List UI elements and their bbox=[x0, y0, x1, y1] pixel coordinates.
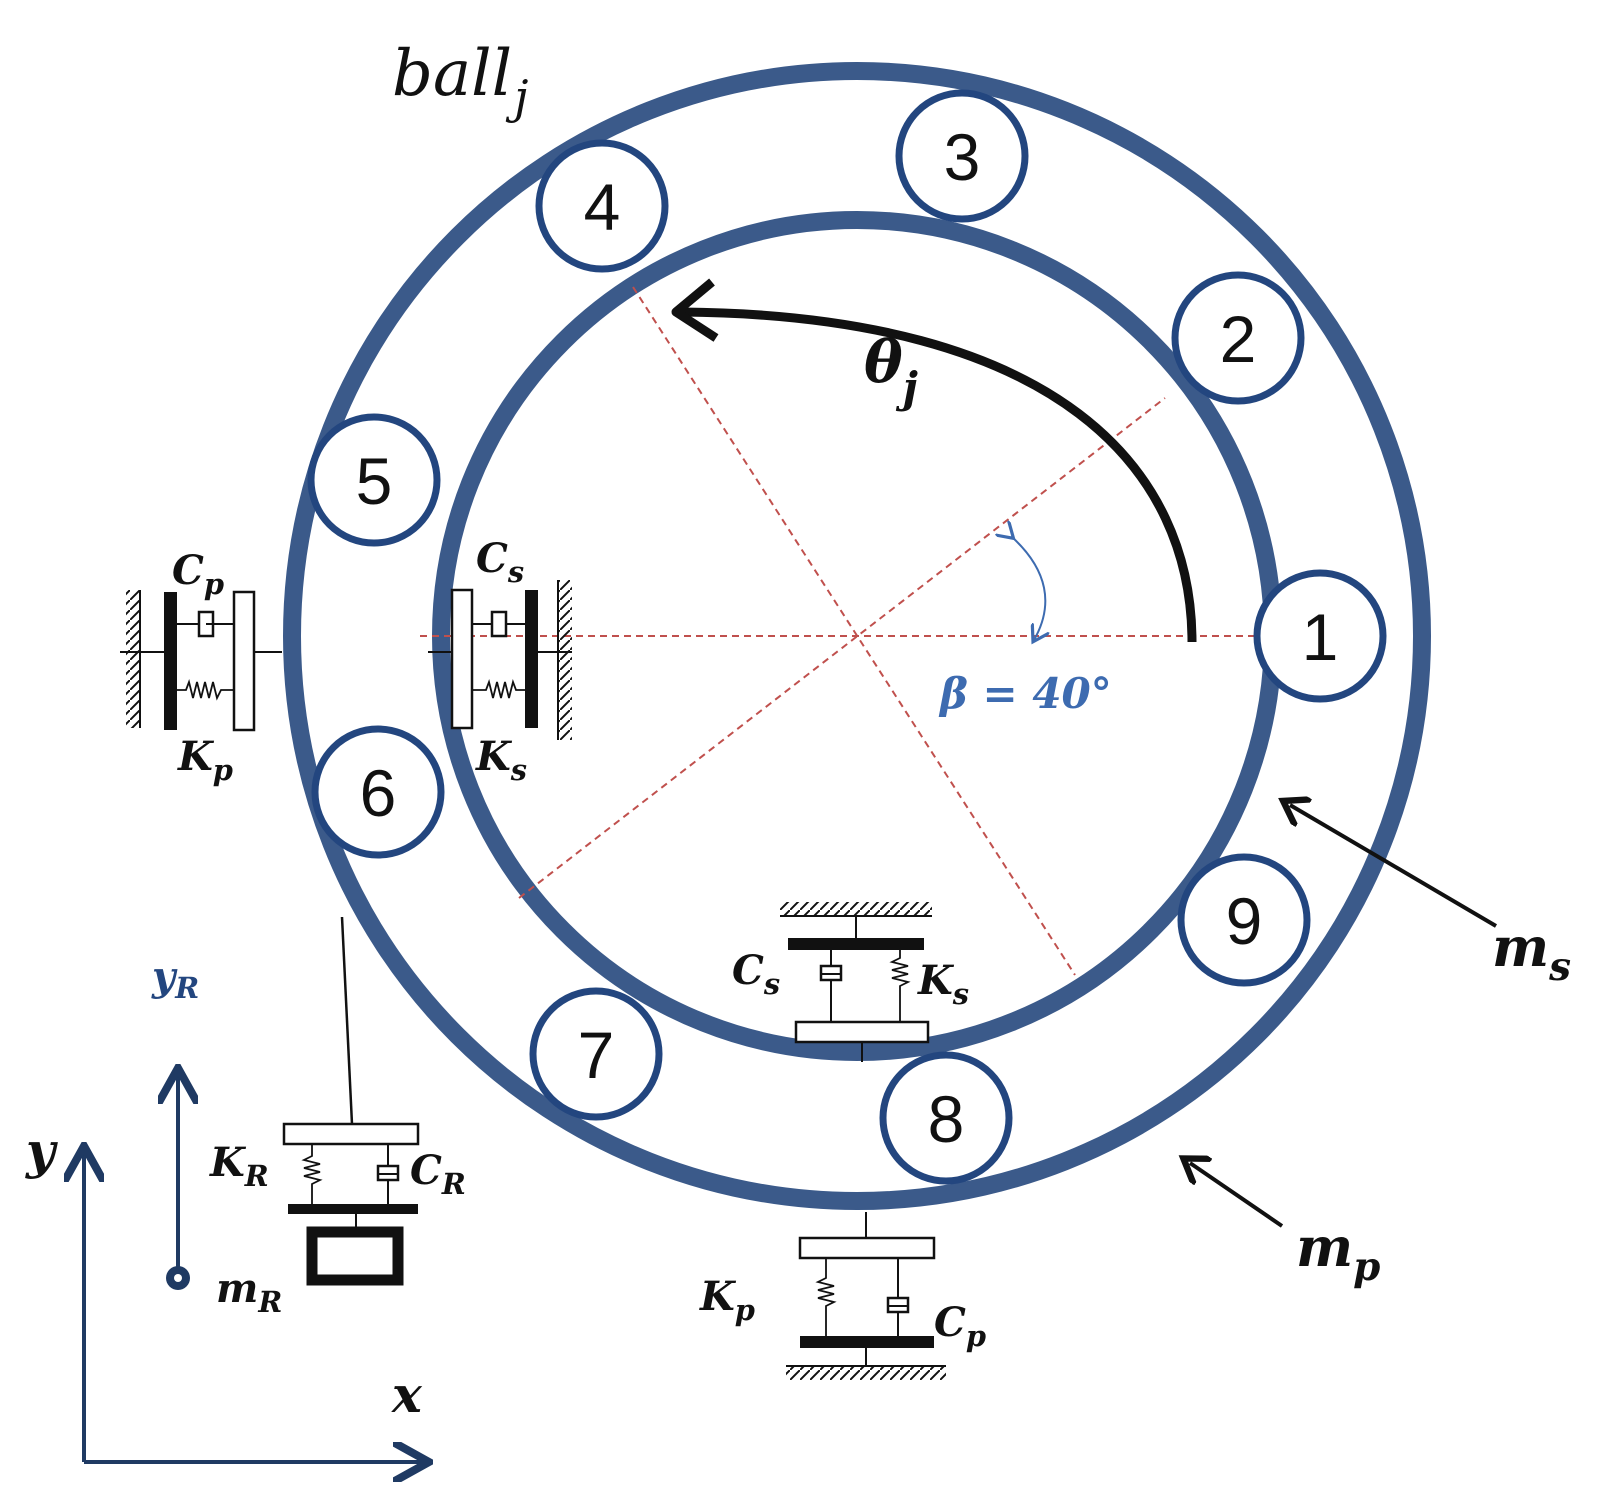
ball-9 bbox=[1177, 853, 1311, 987]
ms-pointer-arrow bbox=[1290, 805, 1498, 928]
Cs-left-label: Cs bbox=[476, 535, 524, 589]
ball-number-2: 2 bbox=[1220, 302, 1257, 376]
ball-1 bbox=[1253, 569, 1387, 703]
KR-label: KR bbox=[209, 1139, 269, 1193]
ball-number-7: 7 bbox=[578, 1018, 615, 1092]
mp-pointer-arrow bbox=[1190, 1163, 1284, 1228]
Ks-left-label: Ks bbox=[475, 733, 527, 787]
ball-number-6: 6 bbox=[360, 756, 397, 830]
ball-label: ballj bbox=[392, 37, 528, 124]
ball-6 bbox=[311, 725, 445, 859]
mR-label: mR bbox=[216, 1265, 282, 1319]
mp-label: mp bbox=[1296, 1215, 1380, 1290]
ball-3 bbox=[895, 89, 1029, 223]
reference-lines bbox=[420, 286, 1262, 976]
ms-label: ms bbox=[1492, 915, 1571, 990]
ball-number-9: 9 bbox=[1226, 884, 1263, 958]
ball-4 bbox=[535, 139, 669, 273]
bottom-outer-support bbox=[786, 1212, 946, 1380]
theta-arc-arrow bbox=[681, 307, 1197, 643]
yR-indicator bbox=[166, 1072, 190, 1290]
ball-8 bbox=[879, 1051, 1013, 1185]
theta-arrowhead bbox=[671, 278, 719, 342]
Kp-bottom-label: Kp bbox=[699, 1273, 755, 1327]
y-axis-label: y bbox=[25, 1121, 58, 1180]
ball-number-5: 5 bbox=[356, 444, 393, 518]
Kp-left-label: Kp bbox=[177, 733, 233, 787]
left-outer-support bbox=[120, 590, 282, 732]
ball-number-3: 3 bbox=[944, 120, 981, 194]
ball-7 bbox=[529, 987, 663, 1121]
ball-2 bbox=[1171, 271, 1305, 405]
beta-label: β = 40° bbox=[938, 669, 1112, 718]
balls-group: 1 2 3 4 5 6 7 8 9 bbox=[307, 89, 1387, 1185]
Cp-bottom-label: Cp bbox=[934, 1299, 986, 1353]
outer-ring bbox=[283, 62, 1431, 1210]
x-axis-label: x bbox=[391, 1365, 423, 1424]
Cs-bottom-label: Cs bbox=[732, 947, 780, 1001]
CR-label: CR bbox=[410, 1147, 466, 1201]
coordinate-axes bbox=[84, 1150, 425, 1462]
ball-number-8: 8 bbox=[928, 1082, 965, 1156]
left-inner-support bbox=[428, 580, 572, 740]
beta-angle-arrow bbox=[1012, 537, 1045, 640]
resonator-support bbox=[282, 916, 420, 1286]
bottom-inner-support bbox=[780, 902, 932, 1062]
Ks-bottom-label: Ks bbox=[917, 957, 969, 1011]
beta-reference-line bbox=[518, 397, 1166, 899]
ball-number-4: 4 bbox=[584, 170, 621, 244]
ball-number-1: 1 bbox=[1302, 600, 1339, 674]
ball-5 bbox=[307, 413, 441, 547]
Cp-left-label: Cp bbox=[172, 547, 224, 601]
theta-reference-line bbox=[632, 286, 1076, 976]
yR-label: yR bbox=[151, 953, 199, 1005]
